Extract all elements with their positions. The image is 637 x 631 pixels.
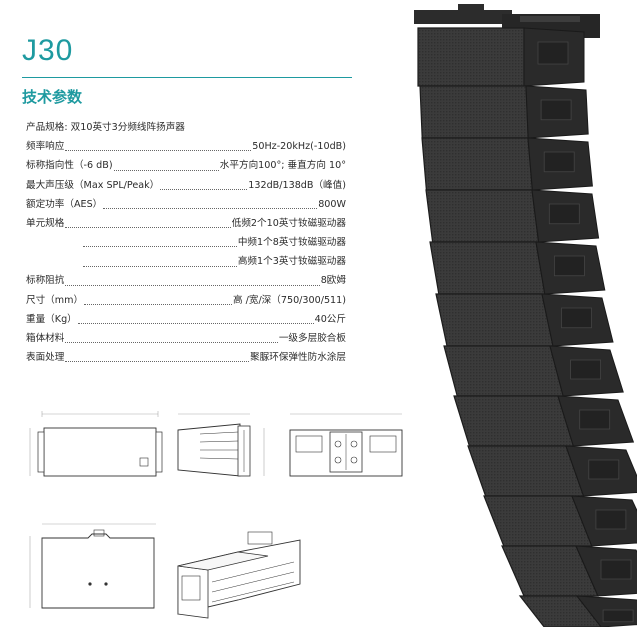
leader-dots xyxy=(84,303,232,305)
spec-value: 8欧姆 xyxy=(320,275,346,287)
leader-dots xyxy=(65,361,250,363)
spec-value: 40公斤 xyxy=(314,313,346,325)
cabinet-handle xyxy=(595,509,627,530)
title-divider xyxy=(22,77,352,78)
spec-row-drivers: 单元规格 低频2个10英寸钕磁驱动器 xyxy=(26,214,346,233)
cabinet-handle xyxy=(543,151,575,173)
spec-label: 产品规格: 双10英寸3分频线阵扬声器 xyxy=(26,121,185,133)
spec-value: 高 /宽/深（750/300/511) xyxy=(232,294,346,306)
spec-value: 低频2个10英寸钕磁驱动器 xyxy=(231,217,346,229)
spec-row-finish: 表面处理 聚脲环保弹性防水涂层 xyxy=(26,348,346,367)
spec-value: 中频1个8英寸钕磁驱动器 xyxy=(237,237,346,249)
spec-value: 一级多层胶合板 xyxy=(278,333,346,345)
cabinet-handle xyxy=(588,459,620,480)
product-title: J30 xyxy=(22,34,74,67)
spec-row-directivity: 标称指向性（-6 dB) 水平方向100°; 垂直方向 10° xyxy=(26,156,346,175)
perspective-drawing xyxy=(177,531,301,619)
front-view-drawing xyxy=(29,411,163,477)
spec-row-mid-driver: 中频1个8英寸钕磁驱动器 xyxy=(26,233,346,252)
cabinet-front-grille xyxy=(425,189,540,243)
leader-dots xyxy=(65,284,320,286)
cabinet-handle xyxy=(600,559,632,580)
spec-list: 产品规格: 双10英寸3分频线阵扬声器 频率响应 50Hz-20kHz(-10d… xyxy=(26,118,346,367)
leader-dots xyxy=(103,207,318,209)
spec-label: 表面处理 xyxy=(26,352,65,364)
spec-value: 132dB/138dB（峰值) xyxy=(248,179,346,191)
leader-dots xyxy=(160,188,248,190)
section-heading: 技术参数 xyxy=(22,88,83,106)
cabinet-front-grille xyxy=(417,27,525,87)
spec-row-dimensions: 尺寸（mm） 高 /宽/深（750/300/511) xyxy=(26,291,346,310)
spec-row-max-spl: 最大声压级（Max SPL/Peak） 132dB/138dB（峰值) xyxy=(26,176,346,195)
leader-dots xyxy=(65,150,252,152)
leader-dots xyxy=(113,169,219,171)
spec-label: 尺寸（mm） xyxy=(26,294,84,306)
top-view-drawing xyxy=(29,523,156,609)
spec-label: 额定功率（AES） xyxy=(26,198,103,210)
spec-row-product: 产品规格: 双10英寸3分频线阵扬声器 xyxy=(26,118,346,137)
rigging-frame xyxy=(414,10,512,24)
spec-row-high-driver: 高频1个3英寸钕磁驱动器 xyxy=(26,252,346,271)
spec-value: 50Hz-20kHz(-10dB) xyxy=(252,141,346,153)
cabinet-front-grille xyxy=(421,137,534,191)
cabinet-handle xyxy=(537,41,569,65)
spec-label: 箱体材料 xyxy=(26,333,65,345)
line-array-product-image xyxy=(398,0,637,628)
spec-label: 单元规格 xyxy=(26,217,65,229)
cabinet-front-grille xyxy=(435,293,554,347)
leader-dots xyxy=(83,265,237,267)
rear-view-drawing xyxy=(289,413,403,477)
spec-row-frequency: 频率响应 50Hz-20kHz(-10dB) xyxy=(26,137,346,156)
side-view-drawing xyxy=(177,413,265,477)
spec-value: 水平方向100°; 垂直方向 10° xyxy=(219,160,346,172)
cabinet-handle xyxy=(540,99,572,121)
cabinet-handle xyxy=(570,359,602,380)
spec-label: 频率响应 xyxy=(26,141,65,153)
cabinet-front-grille xyxy=(419,85,529,139)
spec-value: 800W xyxy=(318,198,346,210)
cabinet-handle xyxy=(579,409,611,430)
leader-dots xyxy=(65,342,278,344)
spec-row-cabinet: 箱体材料 一级多层胶合板 xyxy=(26,329,346,348)
leader-dots xyxy=(83,246,237,248)
cabinet-handle xyxy=(602,609,634,623)
spec-row-power: 额定功率（AES） 800W xyxy=(26,195,346,214)
spec-label: 重量（Kg） xyxy=(26,313,77,325)
cabinet-front-grille xyxy=(429,241,546,295)
cabinet-front-grille xyxy=(467,445,585,497)
cabinet-handle xyxy=(561,307,592,329)
spec-value: 聚脲环保弹性防水涂层 xyxy=(250,352,346,364)
line-array-illustration xyxy=(414,4,637,628)
spec-row-impedance: 标称阻抗 8欧姆 xyxy=(26,272,346,291)
cabinet-front-grille xyxy=(453,395,575,447)
spec-row-weight: 重量（Kg） 40公斤 xyxy=(26,310,346,329)
spec-label: 最大声压级（Max SPL/Peak） xyxy=(26,179,160,191)
cabinet-handle xyxy=(548,203,580,225)
spec-label: 标称阻抗 xyxy=(26,275,65,287)
cabinet-front-grille xyxy=(443,345,564,397)
cabinet-handle xyxy=(553,255,585,277)
leader-dots xyxy=(65,227,231,229)
spec-value: 高频1个3英寸钕磁驱动器 xyxy=(237,256,346,268)
leader-dots xyxy=(77,323,314,325)
spec-label: 标称指向性（-6 dB) xyxy=(26,160,113,172)
